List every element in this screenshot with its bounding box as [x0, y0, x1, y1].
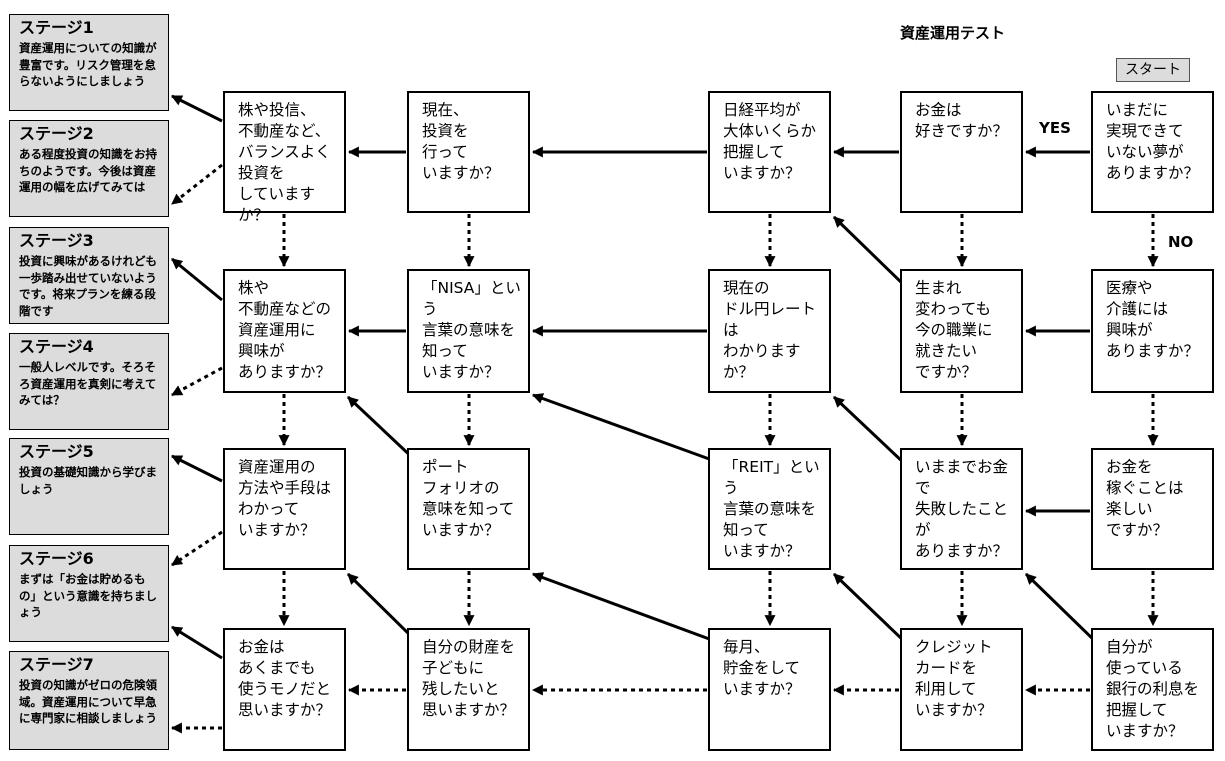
question-usd-jpy-rate: 現在の ドル円レートは わかりますか？: [708, 269, 831, 393]
stage-description: 投資の知識がゼロの危険領域。資産運用について早急に専門家に相談しましょう: [19, 678, 157, 725]
arrow-yes-portfolio-to-interest: [346, 395, 417, 462]
arrow-yes-reit-to-nisa: [531, 393, 713, 462]
question-medical-care-interest: 医療や 介護には 興味が ありますか？: [1091, 269, 1214, 393]
arrow-to-stage-6: [171, 530, 223, 567]
arrow-to-stage-1: [171, 94, 223, 123]
question-portfolio-meaning: ポート フォリオの 意味を知って いますか？: [407, 448, 530, 570]
question-diversified-investing: 株や投信、 不動産など、 バランスよく 投資を していますか？: [223, 91, 346, 224]
stage-title: ステージ7: [19, 655, 94, 674]
question-same-job-reborn: 生まれ 変わっても 今の職業に 就きたい ですか？: [900, 269, 1023, 393]
question-money-failure: いままでお金で 失敗したことが ありますか？: [900, 448, 1023, 570]
stage-4-box: ステージ4 一般人レベルです。そろそろ資産運用を真剣に考えてみては？: [9, 333, 169, 430]
stage-description: 投資の基礎知識から学びましょう: [19, 465, 157, 496]
no-label: NO: [1168, 233, 1194, 251]
question-bank-interest: 自分が 使っている 銀行の利息を 把握して いますか？: [1091, 628, 1214, 751]
stage-description: 一般人レベルです。そろそろ資産運用を真剣に考えてみては？: [19, 360, 157, 407]
arrow-yes-credit-to-reit: [832, 572, 907, 644]
stage-title: ステージ1: [19, 18, 94, 37]
question-use-credit-card: クレジット カードを 利用して いますか？: [900, 628, 1023, 751]
stage-title: ステージ5: [19, 442, 94, 461]
question-currently-investing: 現在、 投資を 行って いますか？: [407, 91, 530, 213]
arrow-yes-failure-to-usdjpy: [832, 395, 907, 466]
arrow-to-stage-2: [171, 163, 223, 206]
yes-label: YES: [1039, 119, 1071, 137]
arrow-yes-savings-to-portfolio: [531, 572, 713, 642]
stage-description: まずは「お金は貯めるもの」という意識を持ちましょう: [19, 572, 157, 619]
question-nisa-meaning: 「NISA」という 言葉の意味を 知って いますか？: [407, 269, 530, 393]
question-interest-in-asset-management: 株や 不動産などの 資産運用に 興味が ありますか？: [223, 269, 346, 393]
stage-3-box: ステージ3 投資に興味があるけれども一歩踏み出せていないようです。将来プランを練…: [9, 227, 169, 324]
stage-title: ステージ3: [19, 231, 94, 250]
arrow-yes-children-to-methods: [346, 572, 417, 642]
arrow-yes-reborn-to-nikkei: [832, 215, 907, 288]
question-money-for-spending: お金は あくまでも 使うモノだと 思いますか？: [223, 628, 346, 751]
stage-6-box: ステージ6 まずは「お金は貯めるもの」という意識を持ちましょう: [9, 545, 169, 642]
question-leave-assets-to-children: 自分の財産を 子どもに 残したいと 思いますか？: [407, 628, 530, 751]
stage-title: ステージ4: [19, 337, 94, 356]
question-reit-meaning: 「REIT」という 言葉の意味を 知って いますか？: [708, 448, 831, 570]
arrow-yes-bank-to-failure: [1024, 572, 1098, 644]
stage-title: ステージ6: [19, 549, 94, 568]
arrow-to-stage-5: [171, 454, 223, 483]
question-like-money: お金は 好きですか？: [900, 91, 1023, 213]
question-enjoy-earning: お金を 稼ぐことは 楽しい ですか？: [1091, 448, 1214, 570]
arrow-to-stage-6-yes: [171, 625, 223, 660]
arrow-to-stage-4: [171, 366, 223, 397]
stage-2-box: ステージ2 ある程度投資の知識をお持ちのようです。今後は資産運用の幅を広げてみて…: [9, 120, 169, 217]
stage-description: ある程度投資の知識をお持ちのようです。今後は資産運用の幅を広げてみては: [19, 147, 157, 194]
question-nikkei-average: 日経平均が 大体いくらか 把握して いますか？: [708, 91, 831, 213]
question-unrealized-dream: いまだに 実現できて いない夢が ありますか？: [1091, 91, 1214, 213]
stage-title: ステージ2: [19, 124, 94, 143]
start-label: スタート: [1116, 58, 1190, 82]
arrow-to-stage-3: [171, 257, 223, 302]
stage-1-box: ステージ1 資産運用についての知識が豊富です。リスク管理を怠らないようにしましょ…: [9, 14, 169, 111]
stage-5-box: ステージ5 投資の基礎知識から学びましょう: [9, 438, 169, 535]
question-monthly-savings: 毎月、 貯金をして いますか？: [708, 628, 831, 751]
stage-7-box: ステージ7 投資の知識がゼロの危険領域。資産運用について早急に専門家に相談しまし…: [9, 651, 169, 750]
stage-description: 資産運用についての知識が豊富です。リスク管理を怠らないようにしましょう: [19, 41, 157, 88]
diagram-title: 資産運用テスト: [900, 24, 1006, 42]
question-investment-methods: 資産運用の 方法や手段は わかって いますか？: [223, 448, 346, 570]
stage-description: 投資に興味があるけれども一歩踏み出せていないようです。将来プランを練る段階です: [19, 254, 157, 318]
